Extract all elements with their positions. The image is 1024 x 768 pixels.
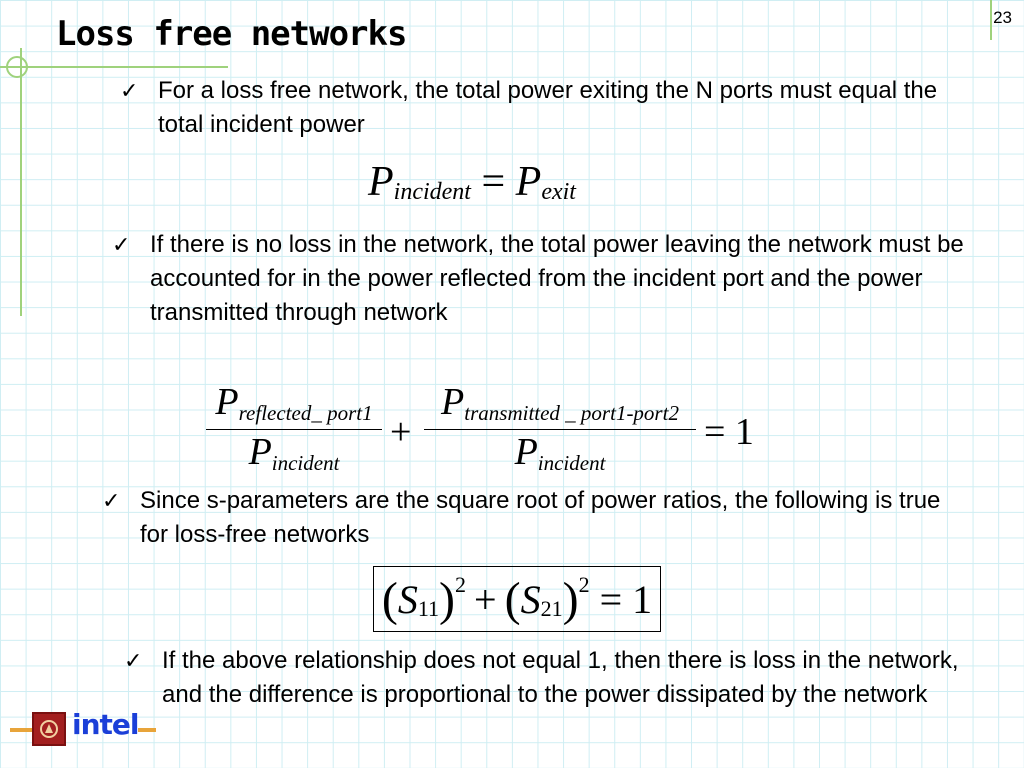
bullet-2: ✓ If there is no loss in the network, th…	[112, 228, 972, 330]
bullet-3-text: Since s-parameters are the square root o…	[140, 487, 941, 548]
logo-dash-right	[138, 728, 156, 732]
equation-plus: +	[390, 411, 412, 453]
university-seal-icon	[32, 712, 66, 746]
decorative-vertical-line	[20, 48, 22, 316]
decorative-horizontal-line	[0, 66, 228, 68]
decorative-circle-icon	[6, 56, 28, 78]
equation-power-balance: Pincident = Pexit	[368, 159, 576, 205]
bullet-3: ✓ Since s-parameters are the square root…	[102, 484, 962, 552]
fraction-reflected: Preflected_ port1 Pincident	[206, 380, 382, 479]
check-icon: ✓	[124, 648, 143, 673]
intel-logo-icon: intel	[72, 708, 140, 741]
fraction-transmitted: Ptransmitted _ port1-port2 Pincident	[424, 380, 696, 479]
bullet-4: ✓ If the above relationship does not equ…	[124, 644, 1004, 712]
slide-title: Loss free networks	[56, 14, 407, 54]
bullet-2-text: If there is no loss in the network, the …	[150, 231, 964, 326]
bullet-4-text: If the above relationship does not equal…	[162, 647, 959, 708]
check-icon: ✓	[112, 232, 131, 257]
bullet-1-text: For a loss free network, the total power…	[158, 77, 938, 138]
check-icon: ✓	[102, 488, 121, 513]
bullet-1: ✓ For a loss free network, the total pow…	[120, 74, 980, 142]
logo-dash-left	[10, 728, 32, 732]
equation-equals-one: = 1	[704, 411, 754, 453]
check-icon: ✓	[120, 78, 139, 103]
page-number-divider	[990, 0, 992, 40]
page-number: 23	[993, 8, 1012, 27]
